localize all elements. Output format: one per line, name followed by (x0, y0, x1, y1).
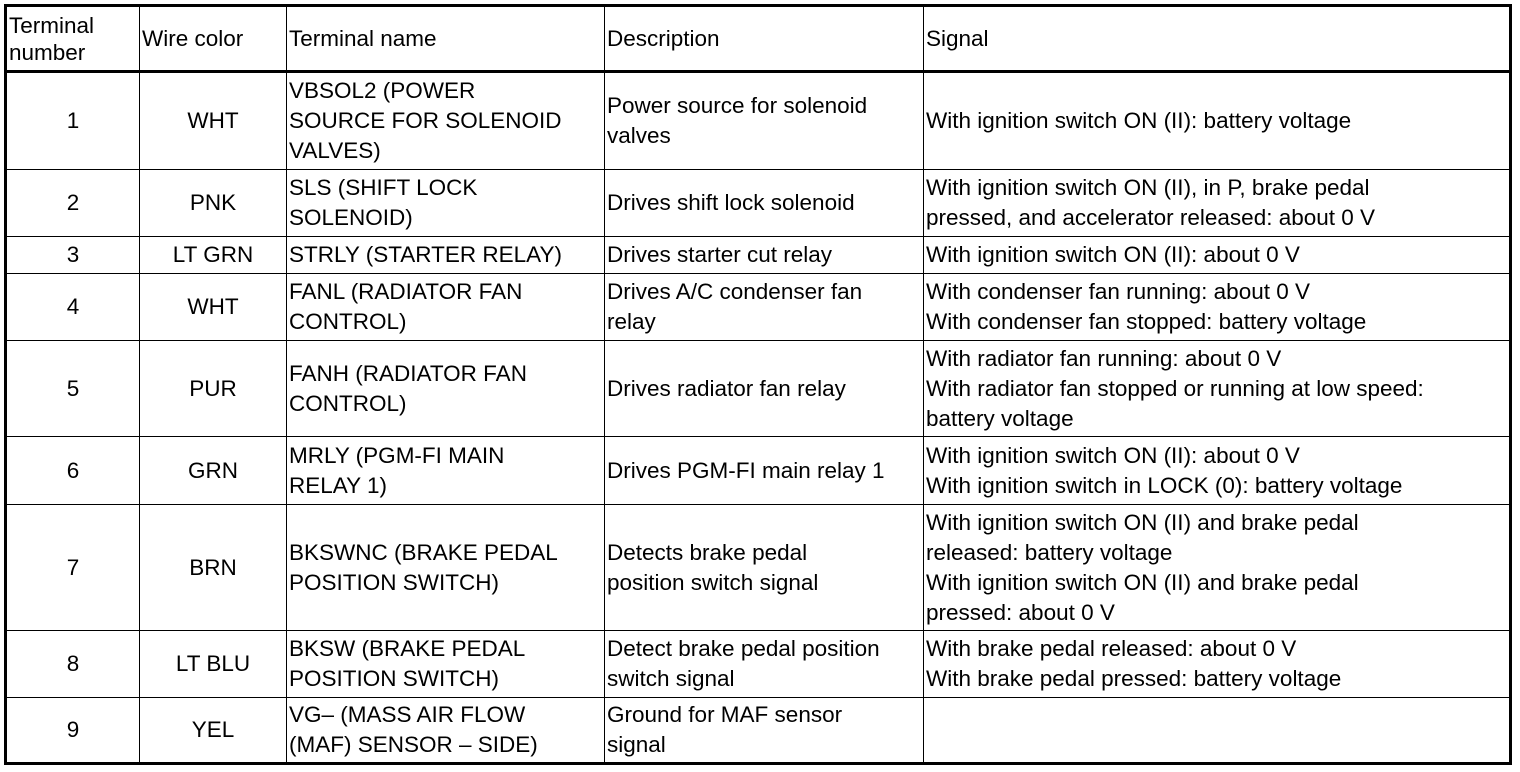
wire-color-cell: YEL (139, 697, 287, 764)
wire-color-cell: PUR (139, 340, 287, 437)
description-cell: Drives radiator fan relay (604, 340, 924, 437)
header-signal: Signal (923, 5, 1511, 73)
signal-cell: With brake pedal released: about 0 V Wit… (923, 630, 1511, 698)
terminal-table: Terminal number Wire color Terminal name… (4, 4, 1512, 765)
signal-cell: With ignition switch ON (II): battery vo… (923, 71, 1511, 170)
terminal-number-cell: 8 (5, 630, 140, 698)
description-cell: Drives starter cut relay (604, 236, 924, 274)
description-cell: Detects brake pedal position switch sign… (604, 504, 924, 631)
signal-cell: With ignition switch ON (II) and brake p… (923, 504, 1511, 631)
description-cell: Power source for solenoid valves (604, 71, 924, 170)
wire-color-cell: GRN (139, 436, 287, 505)
terminal-number-cell: 3 (5, 236, 140, 274)
description-cell: Drives PGM-FI main relay 1 (604, 436, 924, 505)
signal-cell: With ignition switch ON (II), in P, brak… (923, 169, 1511, 237)
table-row: 2 PNK SLS (SHIFT LOCK SOLENOID) Drives s… (5, 169, 1511, 237)
signal-cell: With radiator fan running: about 0 V Wit… (923, 340, 1511, 437)
terminal-name-cell: VBSOL2 (POWER SOURCE FOR SOLENOID VALVES… (286, 71, 605, 170)
terminal-name-cell: BKSW (BRAKE PEDAL POSITION SWITCH) (286, 630, 605, 698)
signal-cell: With ignition switch ON (II): about 0 V (923, 236, 1511, 274)
terminal-number-cell: 5 (5, 340, 140, 437)
terminal-number-cell: 4 (5, 273, 140, 341)
wire-color-cell: LT GRN (139, 236, 287, 274)
wire-color-cell: WHT (139, 273, 287, 341)
terminal-name-cell: SLS (SHIFT LOCK SOLENOID) (286, 169, 605, 237)
description-cell: Drives A/C condenser fan relay (604, 273, 924, 341)
terminal-number-cell: 7 (5, 504, 140, 631)
terminal-name-cell: BKSWNC (BRAKE PEDAL POSITION SWITCH) (286, 504, 605, 631)
wire-color-cell: LT BLU (139, 630, 287, 698)
header-terminal-name: Terminal name (286, 5, 605, 73)
description-cell: Ground for MAF sensor signal (604, 697, 924, 764)
signal-cell: With ignition switch ON (II): about 0 V … (923, 436, 1511, 505)
table-row: 3 LT GRN STRLY (STARTER RELAY) Drives st… (5, 236, 1511, 274)
table-row: 5 PUR FANH (RADIATOR FAN CONTROL) Drives… (5, 340, 1511, 437)
table-row: 1 WHT VBSOL2 (POWER SOURCE FOR SOLENOID … (5, 71, 1511, 170)
terminal-name-cell: MRLY (PGM-FI MAIN RELAY 1) (286, 436, 605, 505)
signal-cell (923, 697, 1511, 764)
terminal-number-cell: 9 (5, 697, 140, 764)
terminal-name-cell: STRLY (STARTER RELAY) (286, 236, 605, 274)
terminal-name-cell: FANL (RADIATOR FAN CONTROL) (286, 273, 605, 341)
terminal-name-cell: VG– (MASS AIR FLOW (MAF) SENSOR – SIDE) (286, 697, 605, 764)
header-row: Terminal number Wire color Terminal name… (5, 5, 1511, 73)
table-row: 6 GRN MRLY (PGM-FI MAIN RELAY 1) Drives … (5, 436, 1511, 505)
terminal-name-cell: FANH (RADIATOR FAN CONTROL) (286, 340, 605, 437)
description-cell: Drives shift lock solenoid (604, 169, 924, 237)
header-description: Description (604, 5, 924, 73)
table-row: 7 BRN BKSWNC (BRAKE PEDAL POSITION SWITC… (5, 504, 1511, 631)
signal-cell: With condenser fan running: about 0 V Wi… (923, 273, 1511, 341)
table-row: 9 YEL VG– (MASS AIR FLOW (MAF) SENSOR – … (5, 697, 1511, 764)
wire-color-cell: BRN (139, 504, 287, 631)
terminal-number-cell: 1 (5, 71, 140, 170)
description-cell: Detect brake pedal position switch signa… (604, 630, 924, 698)
terminal-number-cell: 2 (5, 169, 140, 237)
header-terminal-number: Terminal number (5, 5, 140, 73)
table-row: 8 LT BLU BKSW (BRAKE PEDAL POSITION SWIT… (5, 630, 1511, 698)
wire-color-cell: WHT (139, 71, 287, 170)
header-wire-color: Wire color (139, 5, 287, 73)
wire-color-cell: PNK (139, 169, 287, 237)
table-row: 4 WHT FANL (RADIATOR FAN CONTROL) Drives… (5, 273, 1511, 341)
terminal-number-cell: 6 (5, 436, 140, 505)
